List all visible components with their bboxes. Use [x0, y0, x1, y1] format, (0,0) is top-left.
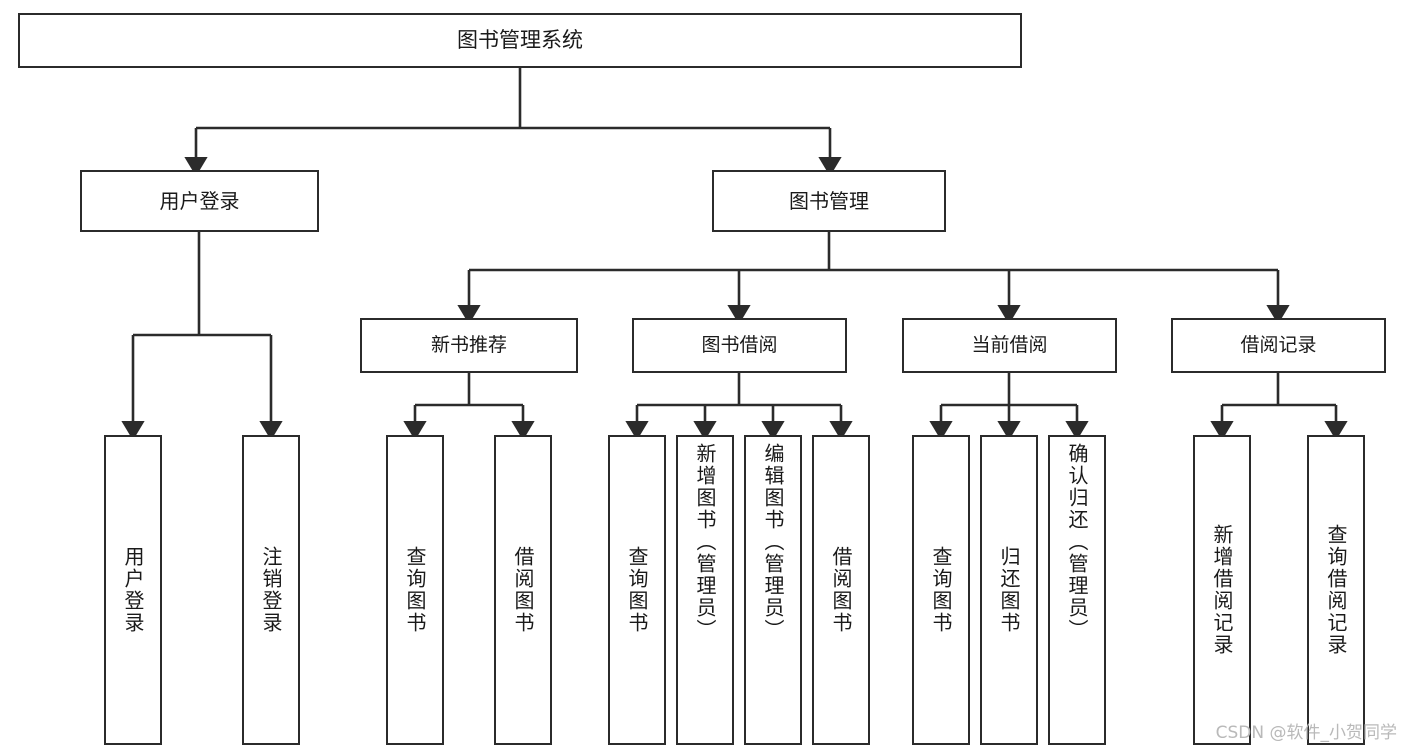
node-label: 查询图书 — [625, 546, 649, 634]
node-label: 借阅记录 — [1240, 333, 1317, 356]
leaf-borrow-book[interactable]: 借阅图书 — [812, 435, 870, 745]
node-current-borrow[interactable]: 当前借阅 — [902, 318, 1117, 373]
node-borrow-record[interactable]: 借阅记录 — [1171, 318, 1386, 373]
node-label: 查询图书 — [929, 546, 953, 634]
node-root-system[interactable]: 图书管理系统 — [18, 13, 1022, 68]
leaf-query-book-recommend[interactable]: 查询图书 — [386, 435, 444, 745]
node-label: 借阅图书 — [511, 546, 535, 634]
node-label: 图书管理系统 — [457, 28, 583, 53]
node-label: 图书借阅 — [701, 333, 778, 356]
node-label: 图书管理 — [789, 188, 869, 213]
leaf-query-book-current[interactable]: 查询图书 — [912, 435, 970, 745]
node-label: 用户登录 — [159, 188, 240, 213]
leaf-query-book-borrow[interactable]: 查询图书 — [608, 435, 666, 745]
node-label: 新增借阅记录 — [1210, 524, 1234, 656]
node-label: 注销登录 — [259, 546, 283, 634]
leaf-query-borrow-record[interactable]: 查询借阅记录 — [1307, 435, 1365, 745]
node-book-management[interactable]: 图书管理 — [712, 170, 946, 232]
node-label: 归还图书 — [997, 546, 1021, 634]
csdn-watermark: CSDN @软件_小贺同学 — [1215, 723, 1397, 743]
node-label: 查询图书 — [403, 546, 427, 634]
node-new-book-recommend[interactable]: 新书推荐 — [360, 318, 578, 373]
node-label: 当前借阅 — [971, 333, 1048, 356]
node-label: 确认归还（管理员） — [1065, 443, 1089, 641]
leaf-add-borrow-record[interactable]: 新增借阅记录 — [1193, 435, 1251, 745]
node-label: 查询借阅记录 — [1324, 524, 1348, 656]
node-label: 新增图书（管理员） — [693, 443, 717, 641]
leaf-return-book[interactable]: 归还图书 — [980, 435, 1038, 745]
leaf-edit-book-admin[interactable]: 编辑图书（管理员） — [744, 435, 802, 745]
node-label: 用户登录 — [121, 546, 145, 634]
node-book-borrow[interactable]: 图书借阅 — [632, 318, 847, 373]
leaf-add-book-admin[interactable]: 新增图书（管理员） — [676, 435, 734, 745]
node-label: 借阅图书 — [829, 546, 853, 634]
leaf-borrow-book-recommend[interactable]: 借阅图书 — [494, 435, 552, 745]
leaf-user-logout[interactable]: 注销登录 — [242, 435, 300, 745]
leaf-user-login[interactable]: 用户登录 — [104, 435, 162, 745]
node-label: 新书推荐 — [430, 333, 507, 356]
node-label: 编辑图书（管理员） — [761, 443, 785, 641]
leaf-confirm-return-admin[interactable]: 确认归还（管理员） — [1048, 435, 1106, 745]
node-user-login[interactable]: 用户登录 — [80, 170, 319, 232]
